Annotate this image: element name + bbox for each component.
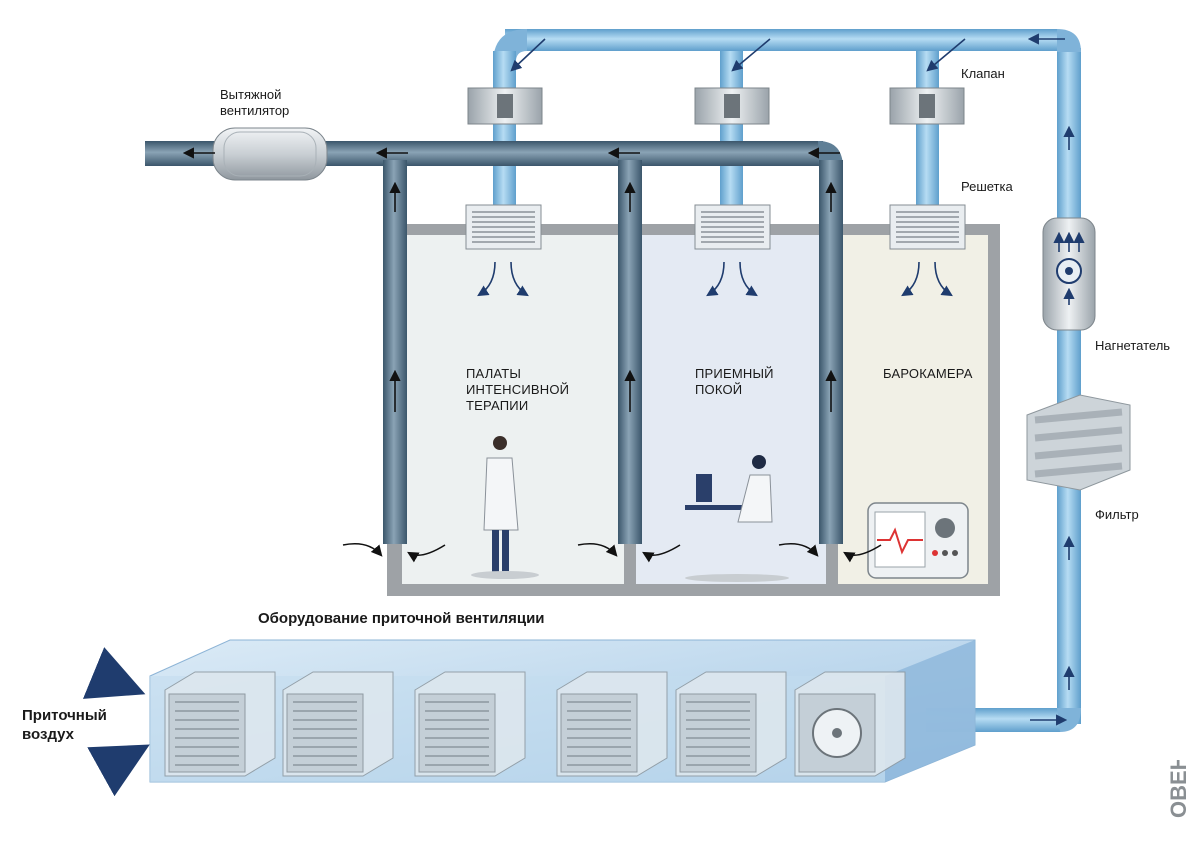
blower bbox=[1042, 217, 1096, 331]
arrow-intake-right-2 bbox=[642, 544, 681, 563]
valves bbox=[467, 87, 965, 125]
ahu-section-6 bbox=[794, 671, 906, 777]
supply-drop-2 bbox=[720, 51, 743, 211]
ahu-section-3 bbox=[414, 671, 526, 777]
label-room-icu: ПАЛАТЫ ИНТЕНСИВНОЙ ТЕРАПИИ bbox=[466, 366, 570, 413]
exhaust-riser-2 bbox=[618, 160, 642, 544]
label-supply-equipment: Оборудование приточной вентиляции bbox=[258, 610, 545, 627]
grille-3 bbox=[889, 204, 966, 250]
label-room-barochamber: БАРОКАМЕРА bbox=[883, 366, 973, 381]
arrow-room-out-left-1 bbox=[477, 261, 496, 297]
flow-arrows bbox=[82, 33, 1085, 797]
arrow-room-out-left-2 bbox=[706, 261, 725, 297]
valve-2 bbox=[694, 87, 770, 125]
grille-1 bbox=[465, 204, 542, 250]
label-supply-air: Приточный воздух bbox=[22, 707, 107, 743]
ahu-section-2 bbox=[282, 671, 394, 777]
doctor-figure bbox=[471, 436, 539, 579]
arrow-intake-right-1 bbox=[407, 544, 446, 563]
supply-drop-3 bbox=[916, 51, 939, 211]
ahu-section-1 bbox=[164, 671, 276, 777]
arrow-supply-drop-3 bbox=[926, 38, 966, 72]
monitoring-device bbox=[867, 502, 969, 579]
arrow-room-out-right-3 bbox=[934, 261, 953, 297]
exhaust-riser-1 bbox=[383, 160, 407, 544]
ahu-section-5 bbox=[675, 671, 787, 777]
supply-bottom-elbow bbox=[1057, 708, 1081, 732]
label-exhaust-fan: Вытяжной вентилятор bbox=[220, 87, 290, 118]
brand-logo: ОВЕН bbox=[1166, 760, 1191, 818]
arrow-supply-air-in-2 bbox=[87, 744, 150, 797]
label-blower: Нагнетатель bbox=[1095, 338, 1171, 353]
grille-2 bbox=[694, 204, 771, 250]
supply-duct-network bbox=[493, 29, 1081, 732]
arrow-supply-drop-2 bbox=[731, 38, 771, 72]
ahu-section-4 bbox=[556, 671, 668, 777]
arrow-supply-air-in-1 bbox=[82, 647, 146, 699]
filter bbox=[1026, 394, 1131, 491]
exhaust-fan bbox=[212, 127, 328, 181]
arrow-intake-left-2 bbox=[577, 542, 618, 557]
arrow-intake-left-1 bbox=[342, 542, 383, 557]
valve-1 bbox=[467, 87, 543, 125]
ahu-sections bbox=[164, 671, 906, 777]
supply-top-right-elbow bbox=[1057, 29, 1081, 52]
label-filter: Фильтр bbox=[1095, 507, 1139, 522]
room-reception bbox=[636, 235, 826, 584]
brand-logo-text: ОВЕН bbox=[1166, 760, 1191, 818]
label-valve: Клапан bbox=[961, 66, 1005, 81]
supply-drop-1 bbox=[493, 51, 516, 211]
arrow-supply-drop-1 bbox=[510, 38, 546, 72]
valve-3 bbox=[889, 87, 965, 125]
label-grille: Решетка bbox=[961, 179, 1013, 194]
label-room-reception: ПРИЕМНЫЙ ПОКОЙ bbox=[695, 366, 774, 397]
supply-top-duct bbox=[505, 29, 1057, 51]
receptionist-figure bbox=[685, 455, 789, 582]
arrow-room-out-right-2 bbox=[739, 261, 758, 297]
grilles bbox=[465, 204, 966, 250]
exhaust-riser-3 bbox=[819, 160, 843, 544]
arrow-room-out-left-3 bbox=[901, 261, 920, 297]
arrow-room-out-right-1 bbox=[510, 261, 529, 297]
arrow-intake-left-3 bbox=[778, 542, 819, 557]
arrow-intake-right-3 bbox=[843, 544, 882, 563]
supply-riser bbox=[1057, 48, 1081, 724]
